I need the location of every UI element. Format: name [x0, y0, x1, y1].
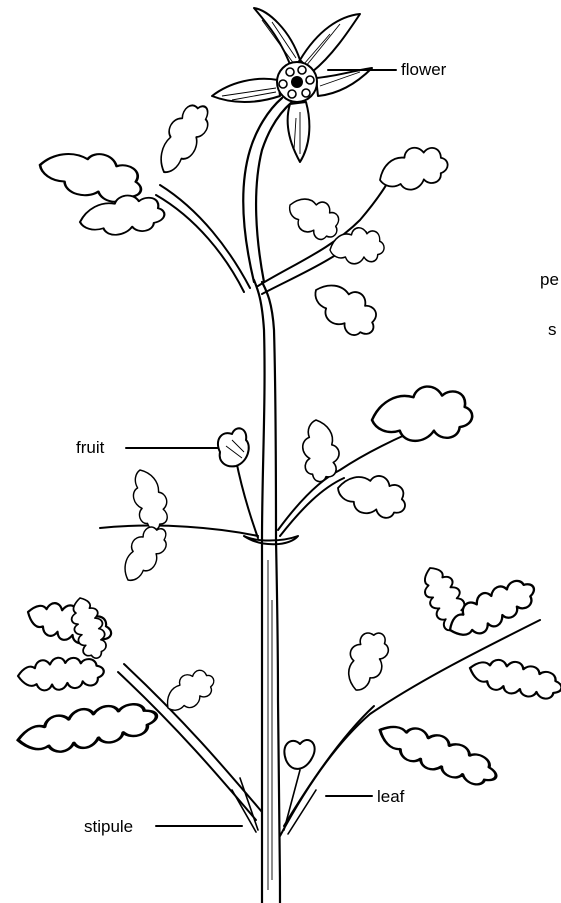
label-edge-partial-2: s — [548, 320, 557, 339]
label-stipule: stipule — [84, 817, 133, 836]
lower-left-branch — [15, 594, 262, 820]
middle-left-branch — [100, 465, 258, 588]
label-leaf: leaf — [377, 787, 405, 806]
label-flower: flower — [401, 60, 447, 79]
lower-right-branch — [280, 561, 561, 836]
label-edge-partial-1: pe — [540, 270, 559, 289]
upper-right-branch — [258, 138, 452, 343]
fruit-branch — [218, 428, 258, 538]
label-fruit: fruit — [76, 438, 105, 457]
upper-left-branch — [36, 97, 250, 292]
stipules — [232, 740, 316, 834]
middle-right-branch — [278, 381, 475, 536]
